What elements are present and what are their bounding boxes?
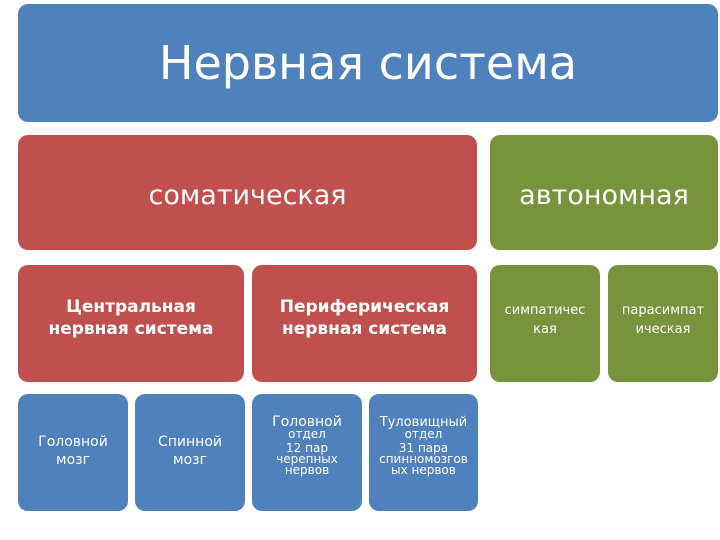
- parasympathetic-node: парасимпат ическая: [608, 265, 718, 382]
- parasympathetic-label-line2: ическая: [635, 321, 691, 337]
- brain-label-line2: мозг: [56, 451, 90, 468]
- trunk-section-label-line3: 31 пара: [398, 440, 449, 455]
- sympathetic-node: симпатичес кая: [490, 265, 600, 382]
- somatic-node: соматическая: [18, 135, 477, 250]
- trunk-section-node: Туловищный отдел 31 пара спинномозгов ых…: [369, 394, 478, 511]
- head-section-label-line5: нервов: [284, 463, 330, 477]
- cns-label-line1: Центральная: [66, 296, 196, 317]
- brain-node: Головной мозг: [18, 394, 128, 511]
- root-node-label: Нервная система: [158, 36, 578, 90]
- spinal-cord-node: Спинной мозг: [135, 394, 245, 511]
- peripheral-nervous-system-node: Периферическая нервная система: [252, 265, 477, 382]
- sympathetic-label-line1: симпатичес: [504, 302, 586, 318]
- trunk-section-label-line4: спинномозгов: [379, 451, 468, 466]
- nervous-system-root-node: Нервная система: [18, 4, 718, 122]
- head-section-node: Головной отдел 12 пар черепных нервов: [252, 394, 362, 511]
- brain-label-line1: Головной: [38, 433, 108, 450]
- sympathetic-label-line2: кая: [533, 321, 557, 337]
- spinal-cord-label-line1: Спинной: [158, 433, 222, 450]
- head-section-label-line1: Головной: [272, 414, 342, 430]
- cns-label-line2: нервная система: [48, 318, 214, 339]
- pns-label-line2: нервная система: [281, 318, 448, 339]
- head-section-label-line2: отдел: [288, 427, 326, 441]
- spinal-cord-label-line2: мозг: [173, 451, 207, 468]
- trunk-section-label-line5: ых нервов: [391, 462, 456, 477]
- trunk-section-label-line1: Туловищный: [379, 414, 468, 430]
- head-section-label-line3: 12 пар: [286, 441, 328, 455]
- central-nervous-system-node: Центральная нервная система: [18, 265, 244, 382]
- pns-label-line1: Периферическая: [279, 296, 450, 317]
- trunk-section-label-line2: отдел: [404, 426, 443, 441]
- autonomic-node: автономная: [490, 135, 718, 250]
- parasympathetic-label-line1: парасимпат: [621, 302, 705, 318]
- head-section-label-line4: черепных: [276, 452, 338, 466]
- somatic-node-label: соматическая: [148, 180, 347, 211]
- autonomic-node-label: автономная: [519, 180, 689, 211]
